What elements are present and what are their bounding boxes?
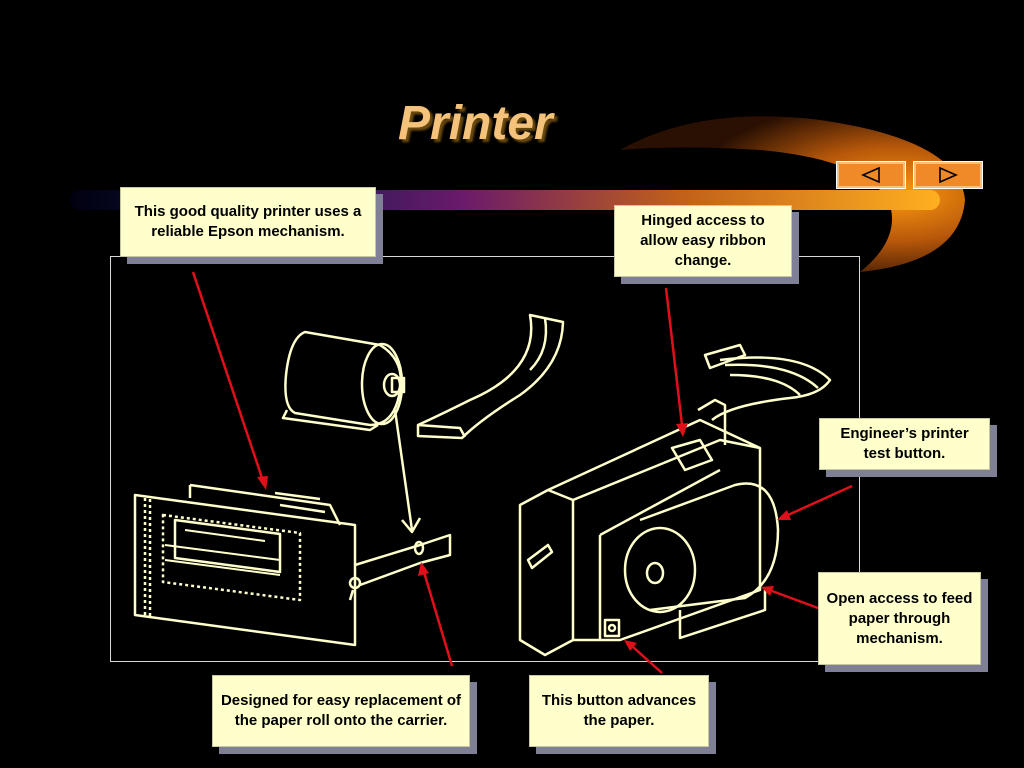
triangle-left-icon: [861, 166, 880, 184]
left-mechanism-drawing: [133, 483, 452, 647]
callout-engineer-test-button: Engineer’s printer test button.: [819, 418, 990, 470]
callout-open-access: Open access to feed paper through mechan…: [818, 572, 981, 665]
previous-slide-button[interactable]: [836, 161, 906, 189]
callout-epson-quality: This good quality printer uses a reliabl…: [120, 187, 376, 257]
callout-paper-roll-replacement: Designed for easy replacement of the pap…: [212, 675, 470, 747]
next-slide-button[interactable]: [913, 161, 983, 189]
right-mechanism-drawing: [518, 343, 832, 657]
callout-paper-advance-button: This button advances the paper.: [529, 675, 709, 747]
callout-hinged-access: Hinged access to allow easy ribbon chang…: [614, 205, 792, 277]
triangle-right-icon: [939, 166, 958, 184]
paper-roll-drawing: [281, 330, 406, 432]
page-title: Printer: [398, 97, 553, 150]
paper-strip-drawing: [416, 313, 565, 440]
roll-guide-line: [393, 409, 422, 534]
